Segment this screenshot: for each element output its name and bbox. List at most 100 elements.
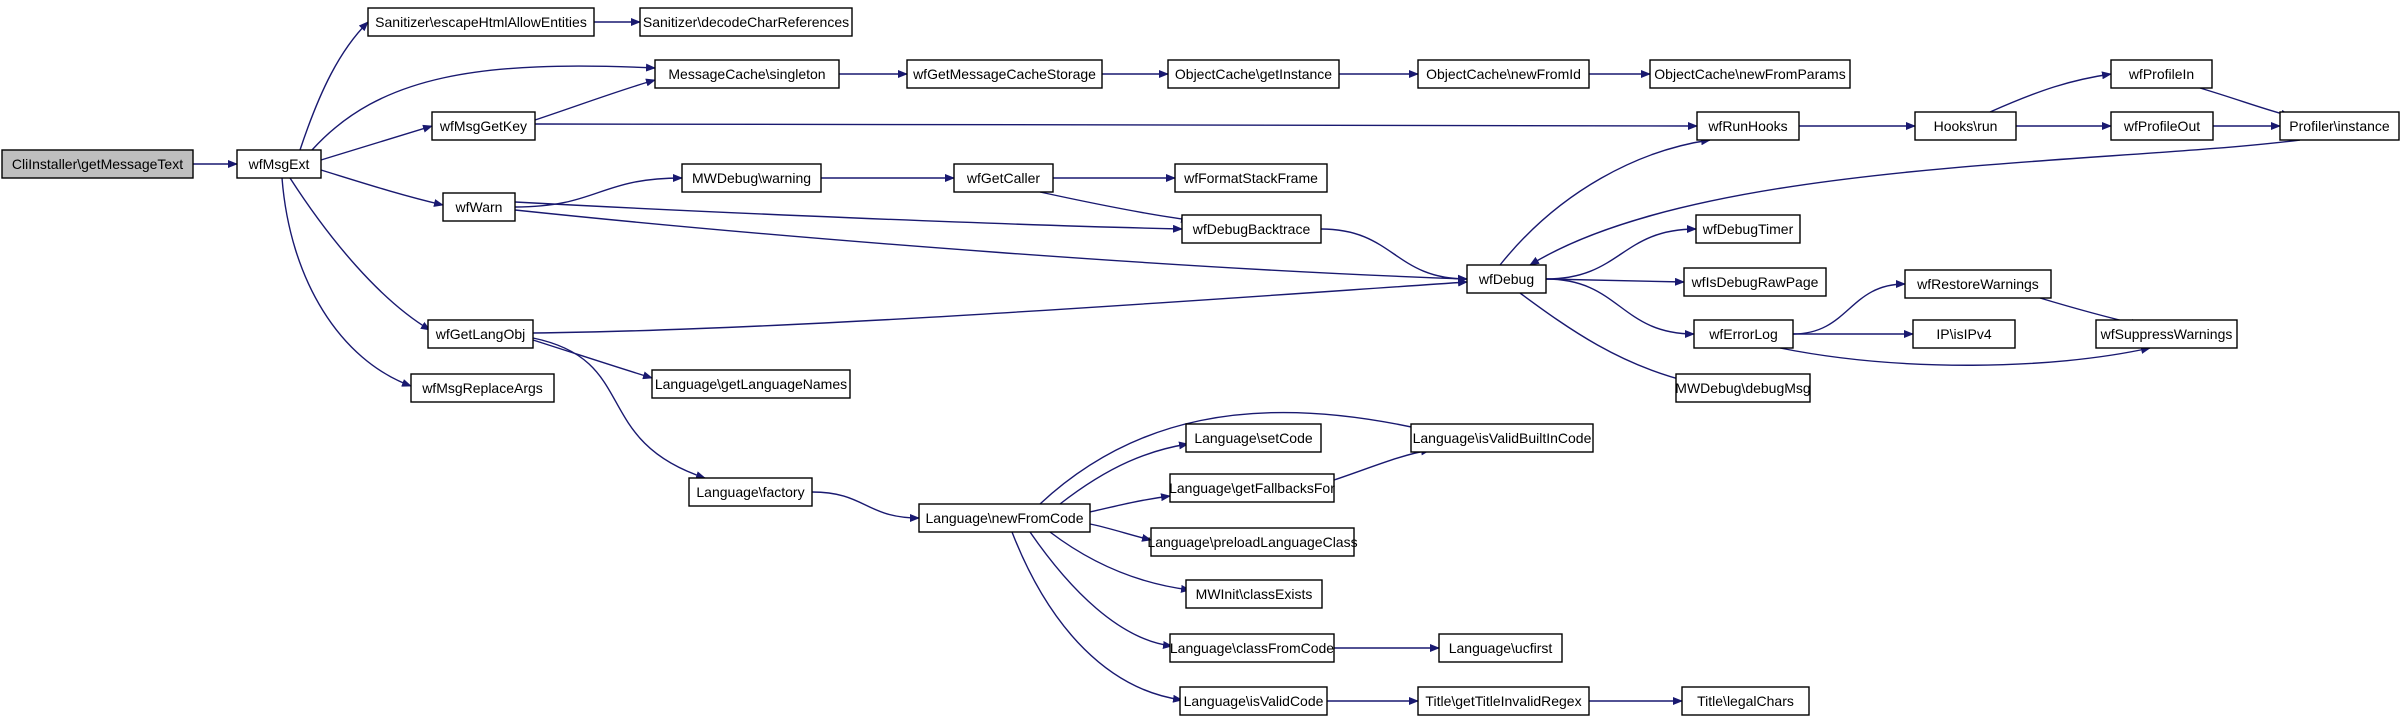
node-lang_factory[interactable]: Language\factory: [688, 477, 813, 507]
node-label: Hooks\run: [1934, 118, 1998, 134]
node-oc_newFromId[interactable]: ObjectCache\newFromId: [1417, 59, 1590, 89]
node-wfProfileOut[interactable]: wfProfileOut: [2110, 111, 2214, 141]
node-box: [1904, 269, 2052, 299]
node-label: ObjectCache\newFromParams: [1654, 66, 1845, 82]
node-wfSuppressWarnings[interactable]: wfSuppressWarnings: [2095, 319, 2238, 349]
node-wfGetMCS[interactable]: wfGetMessageCacheStorage: [906, 59, 1103, 89]
node-box: [1675, 373, 1811, 403]
node-box: [410, 373, 555, 403]
node-mwdebug_debugMsg[interactable]: MWDebug\debugMsg: [1675, 373, 1811, 403]
node-wfDebug[interactable]: wfDebug: [1466, 264, 1547, 294]
node-lang_getLanguageNames[interactable]: Language\getLanguageNames: [651, 369, 851, 399]
node-wfMsgReplaceArgs[interactable]: wfMsgReplaceArgs: [410, 373, 555, 403]
node-lang_newFromCode[interactable]: Language\newFromCode: [918, 503, 1091, 533]
node-box: [1683, 267, 1827, 297]
node-label: wfGetMessageCacheStorage: [912, 66, 1096, 82]
node-cli[interactable]: CliInstaller\getMessageText: [1, 149, 194, 179]
node-wfGetLangObj[interactable]: wfGetLangObj: [427, 319, 534, 349]
node-label: wfProfileIn: [2128, 66, 2194, 82]
node-hooks_run[interactable]: Hooks\run: [1914, 111, 2017, 141]
node-wfMsgGetKey[interactable]: wfMsgGetKey: [431, 111, 536, 141]
node-lang_ucfirst[interactable]: Language\ucfirst: [1438, 633, 1563, 663]
node-box: [1185, 579, 1323, 609]
node-box: [1696, 111, 1800, 141]
edge-wfGetLangObj-to-lang_getLanguageNames: [532, 339, 653, 380]
node-oc_newFromParams[interactable]: ObjectCache\newFromParams: [1649, 59, 1851, 89]
node-box: [1693, 319, 1794, 349]
edge-wfMsgExt-to-wfWarn: [320, 169, 444, 207]
node-lang_setCode[interactable]: Language\setCode: [1185, 423, 1322, 453]
node-wfWarn[interactable]: wfWarn: [442, 192, 516, 222]
edge-wfDebug-to-wfDebugTimer: [1545, 225, 1697, 280]
node-oc_getInstance[interactable]: ObjectCache\getInstance: [1167, 59, 1340, 89]
edge-layer: [193, 18, 2301, 705]
node-wfRestoreWarnings[interactable]: wfRestoreWarnings: [1904, 269, 2052, 299]
edge-wfMsgExt-to-wfMsgReplaceArgs: [281, 177, 412, 387]
node-label: Language\setCode: [1194, 430, 1313, 446]
node-wfDebugTimer[interactable]: wfDebugTimer: [1695, 214, 1801, 244]
node-wfIsDebugRawPage[interactable]: wfIsDebugRawPage: [1683, 267, 1827, 297]
node-label: Language\factory: [696, 484, 804, 500]
node-lang_isValidBuiltInCode[interactable]: Language\isValidBuiltInCode: [1410, 423, 1594, 453]
node-label: wfProfileOut: [2123, 118, 2200, 134]
node-label: Language\classFromCode: [1170, 640, 1334, 656]
node-label: wfDebug: [1478, 271, 1534, 287]
node-ip_isIPv4[interactable]: IP\isIPv4: [1912, 319, 2016, 349]
node-label: Title\legalChars: [1697, 693, 1794, 709]
node-box: [1410, 423, 1594, 453]
node-label: Language\ucfirst: [1449, 640, 1553, 656]
node-label: MWDebug\debugMsg: [1675, 380, 1810, 396]
edge-wfDebug-to-wfIsDebugRawPage: [1545, 277, 1685, 286]
node-label: wfDebugBacktrace: [1192, 221, 1311, 237]
node-wfRunHooks[interactable]: wfRunHooks: [1696, 111, 1800, 141]
edge-wfDebug-to-wfRunHooks: [1499, 137, 1711, 266]
edge-lang_newFromCode-to-lang_setCode: [1059, 441, 1189, 505]
node-label: wfWarn: [455, 199, 503, 215]
node-wfErrorLog[interactable]: wfErrorLog: [1693, 319, 1794, 349]
node-label: Language\getFallbacksFor: [1169, 480, 1335, 496]
edge-wfMsgExt-to-mc_singleton: [311, 63, 656, 151]
node-wfFormatStackFrame[interactable]: wfFormatStackFrame: [1174, 163, 1328, 193]
node-mwdebug_warning[interactable]: MWDebug\warning: [681, 163, 822, 193]
node-lang_isValidCode[interactable]: Language\isValidCode: [1179, 686, 1328, 716]
node-wfMsgExt[interactable]: wfMsgExt: [236, 149, 322, 179]
node-box: [1695, 214, 1801, 244]
node-label: wfDebugTimer: [1702, 221, 1794, 237]
edge-wfGetLangObj-to-lang_factory: [532, 337, 706, 479]
edge-wfDebugBacktrace-to-wfDebug: [1320, 228, 1468, 283]
node-label: Sanitizer\escapeHtmlAllowEntities: [375, 14, 587, 30]
node-label: Title\getTitleInvalidRegex: [1425, 693, 1581, 709]
node-box: [2110, 111, 2214, 141]
node-san_decode[interactable]: Sanitizer\decodeCharReferences: [639, 7, 853, 37]
edge-wfErrorLog-to-wfRestoreWarnings: [1792, 280, 1906, 335]
node-box: [431, 111, 536, 141]
node-box: [236, 149, 322, 179]
node-label: ObjectCache\getInstance: [1175, 66, 1332, 82]
node-label: wfIsDebugRawPage: [1691, 274, 1819, 290]
node-mwinit_classExists[interactable]: MWInit\classExists: [1185, 579, 1323, 609]
node-box: [1466, 264, 1547, 294]
node-wfDebugBacktrace[interactable]: wfDebugBacktrace: [1181, 214, 1322, 244]
node-mc_singleton[interactable]: MessageCache\singleton: [654, 59, 840, 89]
node-label: CliInstaller\getMessageText: [12, 156, 183, 172]
node-profiler[interactable]: Profiler\instance: [2279, 111, 2400, 141]
node-label: Language\isValidCode: [1184, 693, 1324, 709]
node-label: Profiler\instance: [2289, 118, 2390, 134]
node-wfGetCaller[interactable]: wfGetCaller: [953, 163, 1054, 193]
node-label: Sanitizer\decodeCharReferences: [643, 14, 849, 30]
node-title_getTitleInvalidRegex[interactable]: Title\getTitleInvalidRegex: [1417, 686, 1590, 716]
edge-wfMsgExt-to-wfGetLangObj: [289, 177, 431, 331]
node-wfProfileIn[interactable]: wfProfileIn: [2110, 59, 2213, 89]
edge-wfDebug-to-wfErrorLog: [1545, 278, 1695, 338]
node-label: wfFormatStackFrame: [1183, 170, 1318, 186]
node-lang_getFallbacksFor[interactable]: Language\getFallbacksFor: [1169, 473, 1335, 503]
node-box: [1438, 633, 1563, 663]
node-lang_classFromCode[interactable]: Language\classFromCode: [1169, 633, 1335, 663]
node-box: [1649, 59, 1851, 89]
node-san_escape[interactable]: Sanitizer\escapeHtmlAllowEntities: [367, 7, 595, 37]
node-lang_preload[interactable]: Language\preloadLanguageClass: [1147, 527, 1358, 557]
node-box: [1169, 473, 1335, 503]
node-title_legalChars[interactable]: Title\legalChars: [1681, 686, 1810, 716]
node-box: [1912, 319, 2016, 349]
node-box: [1174, 163, 1328, 193]
